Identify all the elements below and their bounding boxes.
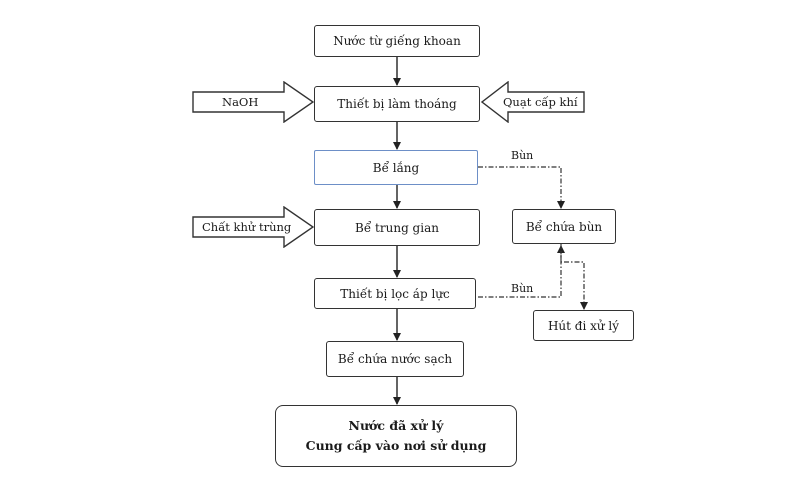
sludge-line-tank-to-disposal: [560, 244, 588, 310]
node-intermediate-tank: Bể trung gian: [314, 209, 480, 246]
node-sludge-disposal: Hút đi xử lý: [533, 310, 634, 341]
input-naoh-label: NaOH: [222, 95, 259, 109]
right-arrow-shape: [192, 80, 315, 124]
right-arrow-shape: [192, 205, 315, 249]
node-clean-water-tank: Bể chứa nước sạch: [326, 341, 464, 377]
node-pressure-filter-label: Thiết bị lọc áp lực: [340, 286, 450, 301]
node-aerator: Thiết bị làm thoáng: [314, 86, 480, 122]
node-settling-tank-label: Bể lắng: [372, 160, 420, 175]
edge-label-sludge-settling: Bùn: [511, 149, 534, 162]
node-clean-water-tank-label: Bể chứa nước sạch: [337, 352, 453, 366]
node-pressure-filter: Thiết bị lọc áp lực: [314, 278, 476, 309]
edge-label-sludge-filter: Bùn: [511, 282, 534, 295]
input-arrow-air-fan: Quạt cấp khí: [480, 80, 585, 124]
input-disinfectant-label: Chất khử trùng: [202, 220, 292, 234]
node-intermediate-tank-label: Bể trung gian: [355, 220, 439, 235]
input-arrow-naoh: NaOH: [192, 80, 315, 124]
sludge-line-filter-to-sludge-tank: [478, 245, 565, 298]
sludge-line-settling-to-sludge-tank: [478, 166, 565, 209]
node-aerator-label: Thiết bị làm thoáng: [337, 97, 457, 111]
node-sludge-tank: Bể chứa bùn: [512, 209, 616, 244]
node-settling-tank: Bể lắng: [314, 150, 478, 185]
node-treated-water-line2: Cung cấp vào nơi sử dụng: [305, 438, 487, 453]
left-arrow-shape: [480, 80, 585, 124]
input-arrow-disinfectant: Chất khử trùng: [192, 205, 315, 249]
node-treated-water: Nước đã xử lý Cung cấp vào nơi sử dụng: [275, 405, 517, 467]
node-sludge-disposal-label: Hút đi xử lý: [547, 318, 620, 333]
node-treated-water-line1: Nước đã xử lý: [348, 418, 444, 433]
node-well-water: Nước từ giếng khoan: [314, 25, 480, 57]
input-air-fan-label: Quạt cấp khí: [503, 95, 578, 109]
node-sludge-tank-label: Bể chứa bùn: [525, 219, 603, 234]
node-well-water-label: Nước từ giếng khoan: [333, 34, 461, 48]
